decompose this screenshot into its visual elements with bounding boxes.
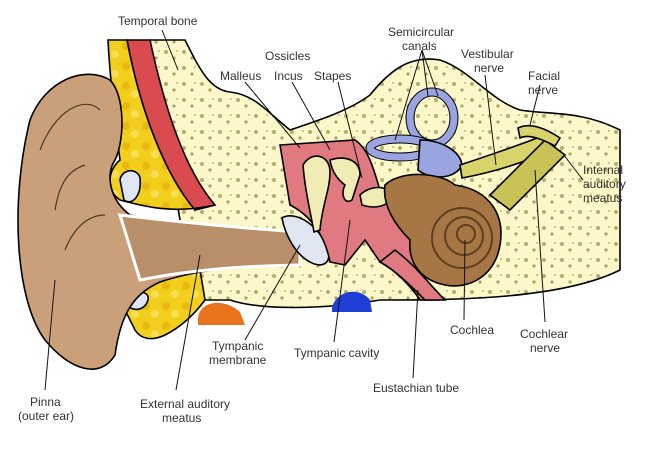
label-internal-auditory-meatus-2: auditory: [583, 177, 626, 191]
label-semicircular-canals-1: Semicircular: [388, 25, 454, 39]
label-ossicles: Ossicles: [265, 49, 310, 63]
label-temporal-bone: Temporal bone: [118, 14, 198, 28]
pinna-fold: [39, 103, 106, 251]
label-cochlea: Cochlea: [450, 323, 494, 337]
facial-nerve-shape: [517, 124, 562, 148]
label-internal-auditory-meatus-1: Internal: [583, 163, 623, 177]
label-vestibular-nerve-1: Vestibular: [461, 47, 514, 61]
leader-lines: [44, 29, 584, 391]
blood-vessel: [332, 291, 372, 312]
label-facial-nerve-2: nerve: [528, 83, 558, 97]
label-vestibular-nerve-2: nerve: [474, 61, 504, 75]
label-tympanic-cavity: Tympanic cavity: [294, 346, 379, 360]
label-tympanic-membrane-2: membrane: [209, 353, 267, 367]
label-pinna-1: Pinna: [30, 395, 61, 409]
label-malleus: Malleus: [220, 69, 261, 83]
label-internal-auditory-meatus-3: meatus: [583, 191, 622, 205]
eustachian-tube-shape: [378, 248, 447, 301]
parotid-gland: [198, 302, 245, 325]
incus-shape: [329, 157, 361, 203]
label-incus: Incus: [274, 69, 303, 83]
label-eustachian-tube: Eustachian tube: [373, 381, 459, 395]
label-semicircular-canals-2: canals: [402, 39, 437, 53]
label-cochlear-nerve-1: Cochlear: [520, 327, 568, 341]
label-pinna-2: (outer ear): [18, 409, 74, 423]
semicircular-canals-shape: [365, 87, 463, 178]
label-stapes: Stapes: [314, 69, 351, 83]
label-tympanic-membrane-1: Tympanic: [212, 339, 263, 353]
cochlea-shape: [383, 173, 502, 287]
air-cell-upper: [119, 169, 142, 203]
label-cochlear-nerve-2: nerve: [530, 341, 560, 355]
cochlear-nerve-shape: [488, 138, 567, 212]
tympanic-membrane-shape: [281, 215, 330, 266]
malleus-shape: [302, 155, 331, 234]
label-external-auditory-meatus-2: meatus: [162, 411, 201, 425]
label-facial-nerve-1: Facial: [528, 69, 560, 83]
label-external-auditory-meatus-1: External auditory: [140, 397, 230, 411]
